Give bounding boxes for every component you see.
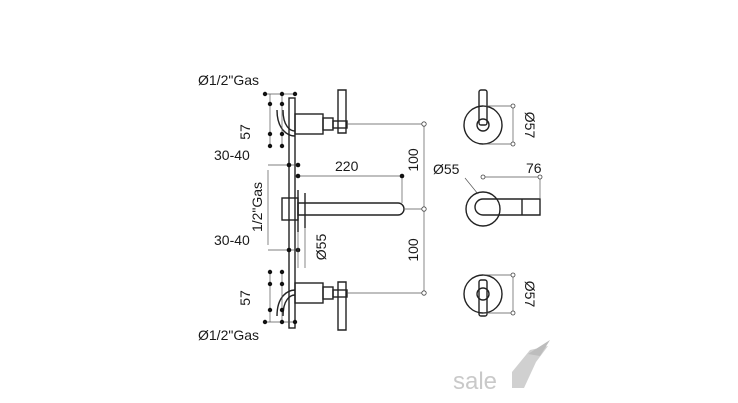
spout [281, 190, 424, 232]
dim-100-top: 100 [405, 148, 421, 172]
dim-57-front-top: Ø57 [522, 112, 538, 139]
top-handle [337, 89, 347, 134]
bottom-handle [337, 281, 347, 331]
dim-220: 220 [335, 158, 359, 174]
dim-55-side: Ø55 [313, 234, 329, 261]
bottom-valve [276, 281, 424, 331]
dim-57-bottom: 57 [237, 290, 253, 306]
dim-30-40-bottom: 30-40 [214, 232, 250, 248]
watermark: sale [453, 340, 550, 395]
dim-57-front-bottom: Ø57 [522, 281, 538, 308]
watermark-text: sale [453, 368, 497, 395]
front-view [463, 89, 543, 317]
wall-plate [288, 97, 296, 329]
dim-57-top: 57 [237, 124, 253, 140]
gas-label-bottom: Ø1/2"Gas [198, 327, 259, 343]
front-spout [464, 174, 543, 227]
dim-30-40-top: 30-40 [214, 147, 250, 163]
dim-76: 76 [526, 160, 542, 176]
dim-100-bottom: 100 [405, 238, 421, 262]
top-valve [276, 89, 424, 137]
sale-swoosh-logo-icon [512, 340, 550, 388]
side-view [262, 89, 427, 331]
front-bottom-rosette [463, 272, 516, 317]
gas-label-top: Ø1/2"Gas [198, 72, 259, 88]
front-top-rosette [463, 89, 516, 147]
dim-55-front: Ø55 [433, 161, 460, 177]
gas-label-side: 1/2"Gas [249, 182, 265, 232]
